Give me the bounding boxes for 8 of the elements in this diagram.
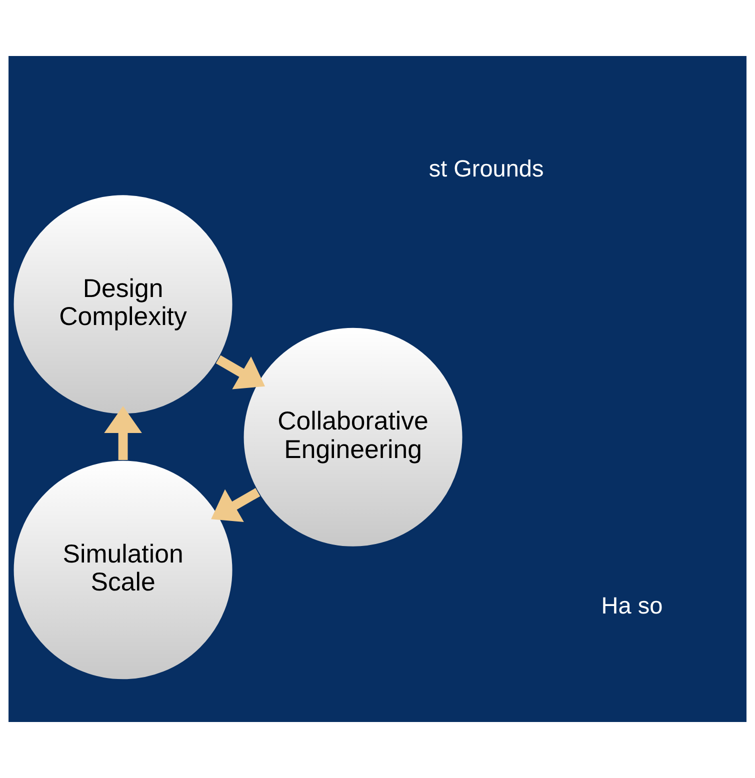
label: Ha so: [601, 592, 663, 618]
node-circle: Collaborative Engineering: [242, 326, 464, 548]
node-circle: Design Complexity: [12, 194, 234, 415]
node-circle: Simulation Scale: [12, 460, 234, 680]
label: st Grounds: [428, 155, 544, 182]
arrow: [211, 488, 260, 522]
arrow: [216, 355, 265, 390]
arrow: [104, 406, 142, 460]
